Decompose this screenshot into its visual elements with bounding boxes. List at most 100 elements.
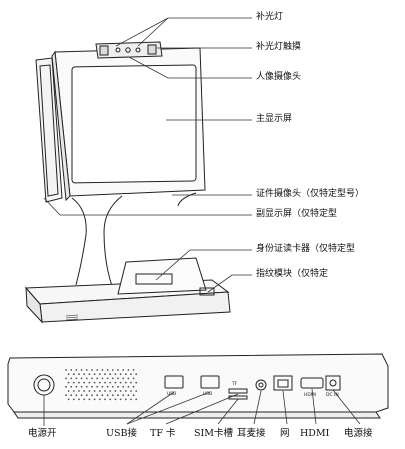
callout-lines [43, 17, 252, 293]
vent-hole [88, 390, 91, 392]
sub-screen-panel [35, 57, 63, 203]
vent-hole [85, 385, 88, 388]
tf-slot [228, 388, 248, 394]
label-tf-card: TF 卡 [150, 428, 176, 439]
vent-hole [83, 373, 86, 376]
vent-hole [67, 390, 70, 392]
vent-hole [114, 381, 117, 384]
vent-hole [101, 377, 104, 380]
vent-hole [93, 390, 96, 392]
vent-hole [101, 394, 104, 397]
port-lines [43, 388, 361, 426]
tf-mark: TF [231, 381, 238, 387]
vent-hole [104, 381, 106, 384]
vent-hole [132, 369, 135, 371]
vent-hole [98, 398, 101, 401]
vent-hole [111, 369, 114, 371]
vent-hole [122, 394, 125, 397]
vent-hole [78, 381, 80, 384]
vent-hole [130, 398, 132, 401]
vent-hole [111, 394, 114, 397]
port-panel [7, 353, 389, 419]
vent-hole [117, 394, 119, 397]
vent-hole [85, 369, 88, 371]
vent-hole [67, 373, 70, 376]
vent-hole [93, 398, 96, 401]
usb-mark-2: USB [203, 391, 212, 397]
vent-hole [130, 390, 132, 392]
vent-hole [78, 398, 80, 401]
vent-hole [135, 381, 138, 384]
vent-hole [80, 377, 83, 380]
vent-hole [122, 377, 125, 380]
vent-hole [132, 385, 135, 388]
vent-hole [135, 398, 138, 401]
vent-hole [106, 377, 109, 380]
vent-hole [72, 381, 75, 384]
label-usb-port: USB接 [106, 428, 137, 439]
vent-hole [75, 369, 78, 371]
vent-hole [114, 390, 117, 392]
vent-hole [127, 369, 130, 371]
label-main-screen: 主显示屏 [256, 114, 293, 124]
vent-hole [93, 373, 96, 376]
base [24, 257, 231, 324]
label-hdmi: HDMI [300, 428, 330, 439]
vent-hole [91, 377, 93, 380]
vent-hole [75, 394, 78, 397]
label-sub-screen: 副显示屏（仅特定型 [256, 209, 338, 219]
vent-hole [98, 390, 101, 392]
rj45-port [273, 375, 293, 391]
vent-hole [80, 394, 83, 397]
vent-hole [101, 369, 104, 371]
vent-hole [78, 373, 80, 376]
vent-hole [106, 394, 109, 397]
vent-hole [122, 385, 125, 388]
vent-hole [72, 373, 75, 376]
usb-port-1 [164, 375, 184, 389]
vent-hole [109, 390, 112, 392]
vent-hole [96, 385, 99, 388]
vent-hole [124, 390, 127, 392]
vent-hole [119, 390, 122, 392]
vent-hole [117, 369, 119, 371]
vent-hole [80, 369, 83, 371]
label-id-card-reader: 身份证读卡器（仅特定型 [256, 244, 356, 254]
vent-hole [109, 398, 112, 401]
vent-hole [72, 390, 75, 392]
vent-hole [88, 381, 91, 384]
vent-hole [106, 369, 109, 371]
vent-hole [117, 377, 119, 380]
vent-hole [98, 373, 101, 376]
vent-hole [85, 377, 88, 380]
vent-hole [65, 394, 67, 397]
label-sim-card-slot: SIM卡槽 [194, 428, 233, 439]
vent-hole [67, 398, 70, 401]
label-power-switch: 电源开 [28, 428, 57, 439]
label-id-camera: 证件摄像头（仅特定型号） [256, 189, 365, 199]
vent-hole [70, 377, 73, 380]
vent-hole [91, 369, 93, 371]
camera-bar [95, 41, 163, 59]
vent-hole [70, 369, 73, 371]
vent-hole [104, 398, 106, 401]
main-monitor [51, 47, 206, 202]
vent-hole [85, 394, 88, 397]
vent-hole [98, 381, 101, 384]
hdmi-port [300, 377, 324, 389]
vent-hole [122, 369, 125, 371]
vent-hole [88, 373, 91, 376]
vent-hole [83, 381, 86, 384]
vent-hole [119, 398, 122, 401]
earphone-jack [255, 379, 267, 391]
vent-hole [109, 381, 112, 384]
panel-marks: USB USB TF HDMI DC IN [167, 381, 339, 398]
vent-hole [101, 385, 104, 388]
vent-hole [127, 394, 130, 397]
vent-hole [111, 385, 114, 388]
vent-hole [117, 385, 119, 388]
vent-hole [124, 381, 127, 384]
label-network-port: 网 [280, 428, 290, 439]
hdmi-mark: HDMI [304, 392, 316, 398]
